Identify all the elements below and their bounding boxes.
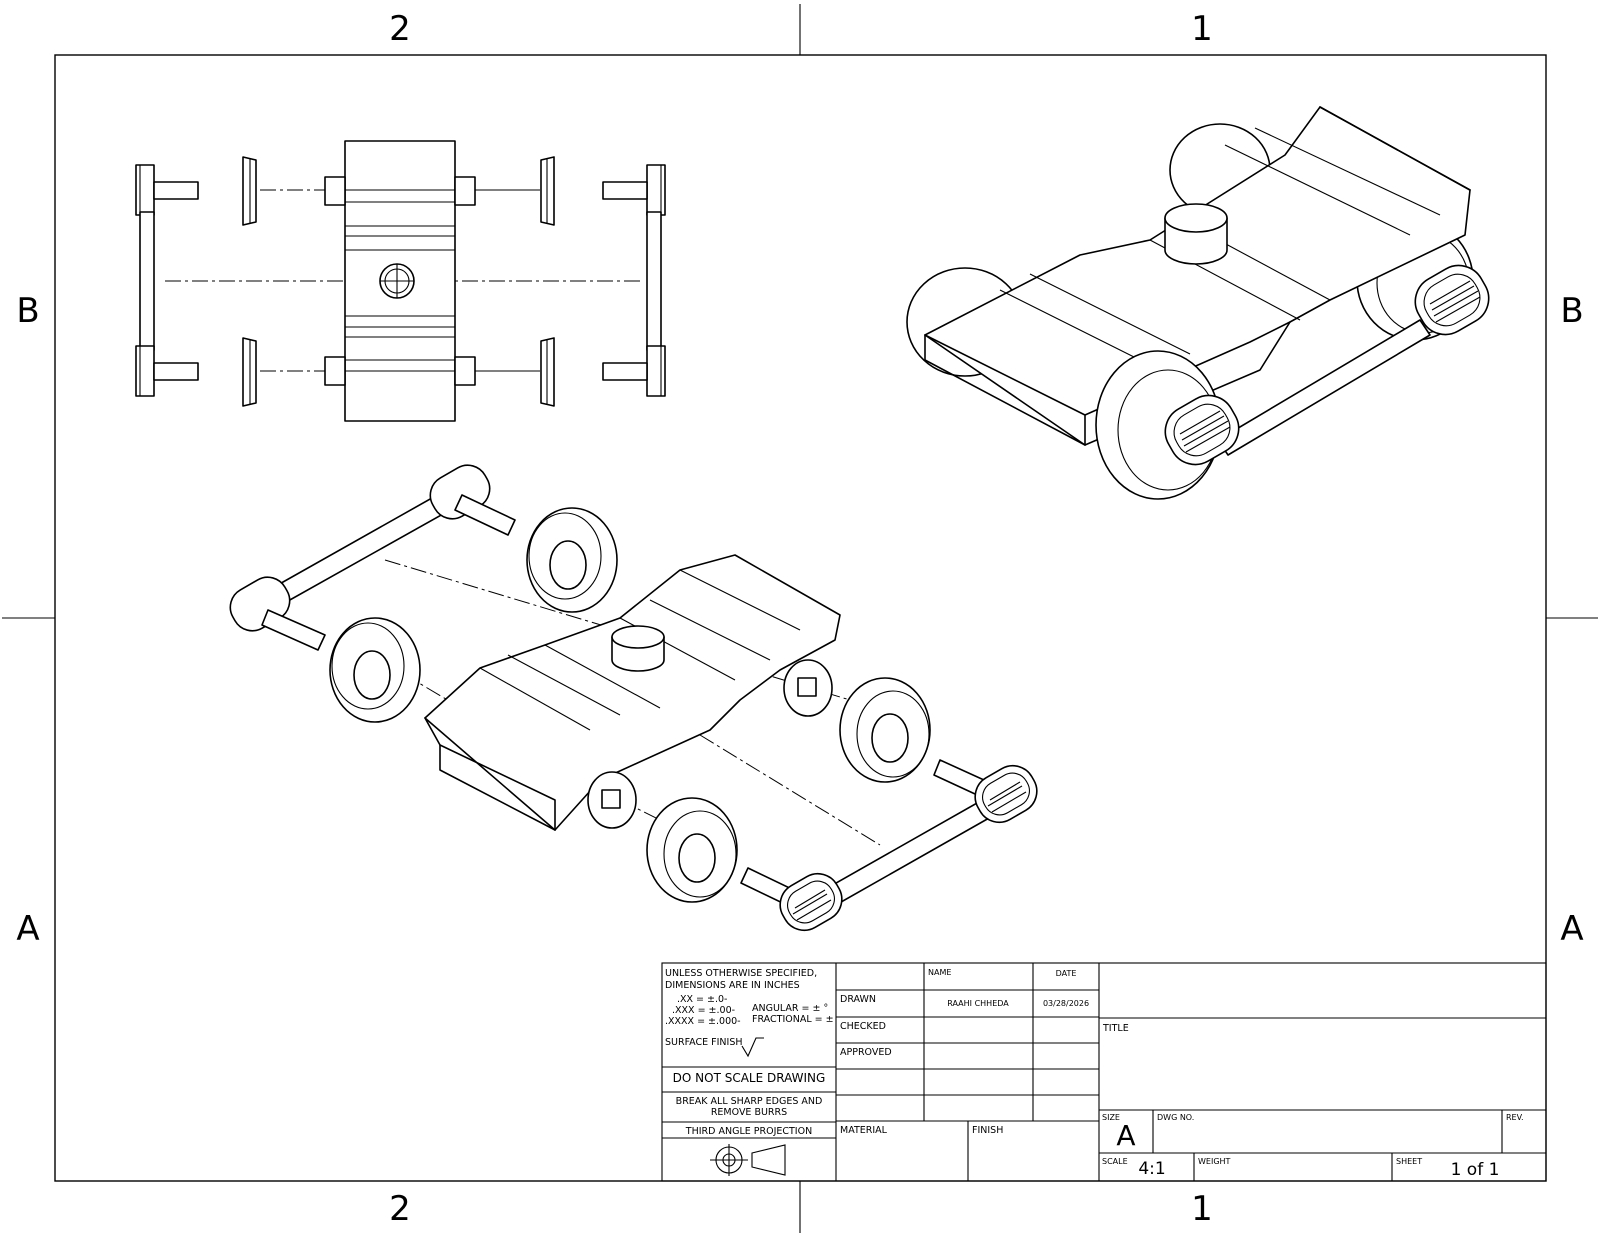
tolerance-xxxx: .XXXX = ±.000- bbox=[665, 1016, 741, 1027]
tolerance-xxx: .XXX = ±.00- bbox=[672, 1005, 735, 1016]
zone-label-top-2: 2 bbox=[389, 9, 411, 49]
exploded-isometric-view bbox=[229, 464, 1038, 932]
notes-line-2: DIMENSIONS ARE IN INCHES bbox=[665, 980, 800, 991]
dwg-no-label: DWG NO. bbox=[1157, 1113, 1194, 1122]
zone-label-bottom-2: 2 bbox=[389, 1189, 411, 1229]
exploded-wheels-upper bbox=[329, 507, 618, 723]
tolerance-xx: .XX = ±.0- bbox=[677, 994, 728, 1005]
drawn-label: DRAWN bbox=[840, 994, 876, 1005]
notes-line-1: UNLESS OTHERWISE SPECIFIED, bbox=[665, 968, 817, 979]
checked-label: CHECKED bbox=[840, 1021, 886, 1032]
drawn-by-name: RAAHI CHHEDA bbox=[947, 999, 1009, 1008]
sheet-value: 1 of 1 bbox=[1451, 1160, 1500, 1180]
title-label: TITLE bbox=[1102, 1023, 1129, 1034]
zone-label-left-b: B bbox=[16, 291, 39, 331]
break-edges-note-1: BREAK ALL SHARP EDGES AND bbox=[676, 1096, 823, 1107]
name-header: NAME bbox=[928, 968, 951, 977]
date-header: DATE bbox=[1056, 969, 1077, 978]
exploded-axle-lower bbox=[740, 759, 1038, 932]
tolerance-angular: ANGULAR = ± ° bbox=[752, 1003, 828, 1014]
top-view bbox=[135, 140, 666, 422]
scale-value: 4:1 bbox=[1138, 1159, 1165, 1179]
assembled-axle-cap-rear bbox=[1414, 264, 1490, 336]
exploded-body bbox=[424, 554, 841, 831]
zone-label-right-b: B bbox=[1560, 291, 1583, 331]
zone-label-bottom-1: 1 bbox=[1191, 1189, 1213, 1229]
zone-label-left-a: A bbox=[16, 909, 39, 949]
top-view-left-axle bbox=[135, 164, 199, 397]
exploded-wheels-lower bbox=[646, 677, 931, 903]
size-label: SIZE bbox=[1102, 1113, 1120, 1122]
sheet-label: SHEET bbox=[1396, 1157, 1422, 1166]
exploded-axle-upper bbox=[229, 464, 516, 651]
tolerance-fractional: FRACTIONAL = ± bbox=[752, 1014, 834, 1025]
zone-label-right-a: A bbox=[1560, 909, 1583, 949]
assembled-isometric-view bbox=[906, 106, 1490, 500]
finish-label: FINISH bbox=[972, 1125, 1003, 1136]
drawn-date: 03/28/2026 bbox=[1043, 999, 1089, 1008]
zone-dividers bbox=[2, 4, 1598, 1233]
break-edges-note-2: REMOVE BURRS bbox=[711, 1107, 787, 1118]
projection-label: THIRD ANGLE PROJECTION bbox=[685, 1126, 812, 1137]
rev-label: REV. bbox=[1506, 1113, 1524, 1122]
surface-finish-symbol bbox=[741, 1037, 764, 1058]
surface-finish-label: SURFACE FINISH bbox=[665, 1037, 743, 1048]
top-view-wheels bbox=[242, 156, 555, 407]
material-label: MATERIAL bbox=[840, 1125, 888, 1136]
top-view-right-axle bbox=[602, 164, 666, 397]
weight-label: WEIGHT bbox=[1198, 1157, 1231, 1166]
size-value: A bbox=[1116, 1119, 1135, 1152]
top-view-body bbox=[324, 140, 476, 422]
scale-label: SCALE bbox=[1102, 1157, 1128, 1166]
third-angle-projection-icon bbox=[710, 1144, 786, 1176]
do-not-scale-note: DO NOT SCALE DRAWING bbox=[673, 1071, 826, 1085]
approved-label: APPROVED bbox=[840, 1047, 892, 1058]
zone-label-top-1: 1 bbox=[1191, 9, 1213, 49]
assembled-axle-cap-front bbox=[1164, 394, 1240, 466]
title-block: UNLESS OTHERWISE SPECIFIED, DIMENSIONS A… bbox=[661, 962, 1547, 1182]
